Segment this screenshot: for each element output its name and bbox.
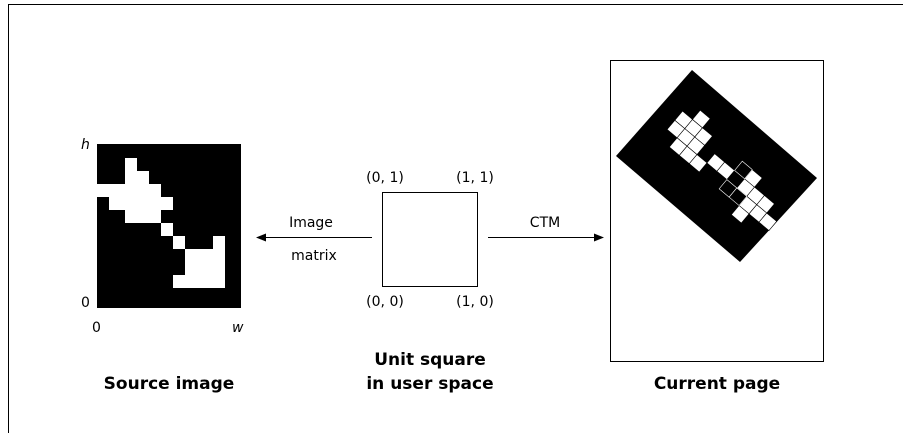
source-image: h 0 0 w Source image <box>81 137 244 394</box>
ctm-arrow: CTM <box>488 215 604 242</box>
unit-square-caption-line1: Unit square <box>374 350 486 370</box>
ctm-label: CTM <box>530 215 560 231</box>
unit-square: (0, 1) (1, 1) (0, 0) (1, 0) Unit square … <box>366 170 494 394</box>
source-image-arrow-shape <box>97 158 225 288</box>
current-page-transformed-arrow <box>666 109 778 231</box>
source-image-height-label: h <box>81 137 90 153</box>
corner-label-bottom-right: (1, 0) <box>456 294 494 310</box>
corner-label-bottom-left: (0, 0) <box>366 294 404 310</box>
image-matrix-arrow: Image matrix <box>256 215 372 264</box>
corner-label-top-right: (1, 1) <box>456 170 494 186</box>
source-image-width-label: w <box>232 320 244 336</box>
current-page: Current page <box>610 60 824 394</box>
source-image-caption: Source image <box>104 374 235 394</box>
source-image-x-origin-label: 0 <box>92 320 101 336</box>
image-matrix-label-line1: Image <box>289 215 333 231</box>
source-image-y-origin-label: 0 <box>81 295 90 311</box>
unit-square-caption-line2: in user space <box>366 374 493 394</box>
corner-label-top-left: (0, 1) <box>366 170 404 186</box>
unit-square-box <box>382 192 478 287</box>
current-page-caption: Current page <box>654 374 780 394</box>
image-matrix-label-line2: matrix <box>291 248 337 264</box>
